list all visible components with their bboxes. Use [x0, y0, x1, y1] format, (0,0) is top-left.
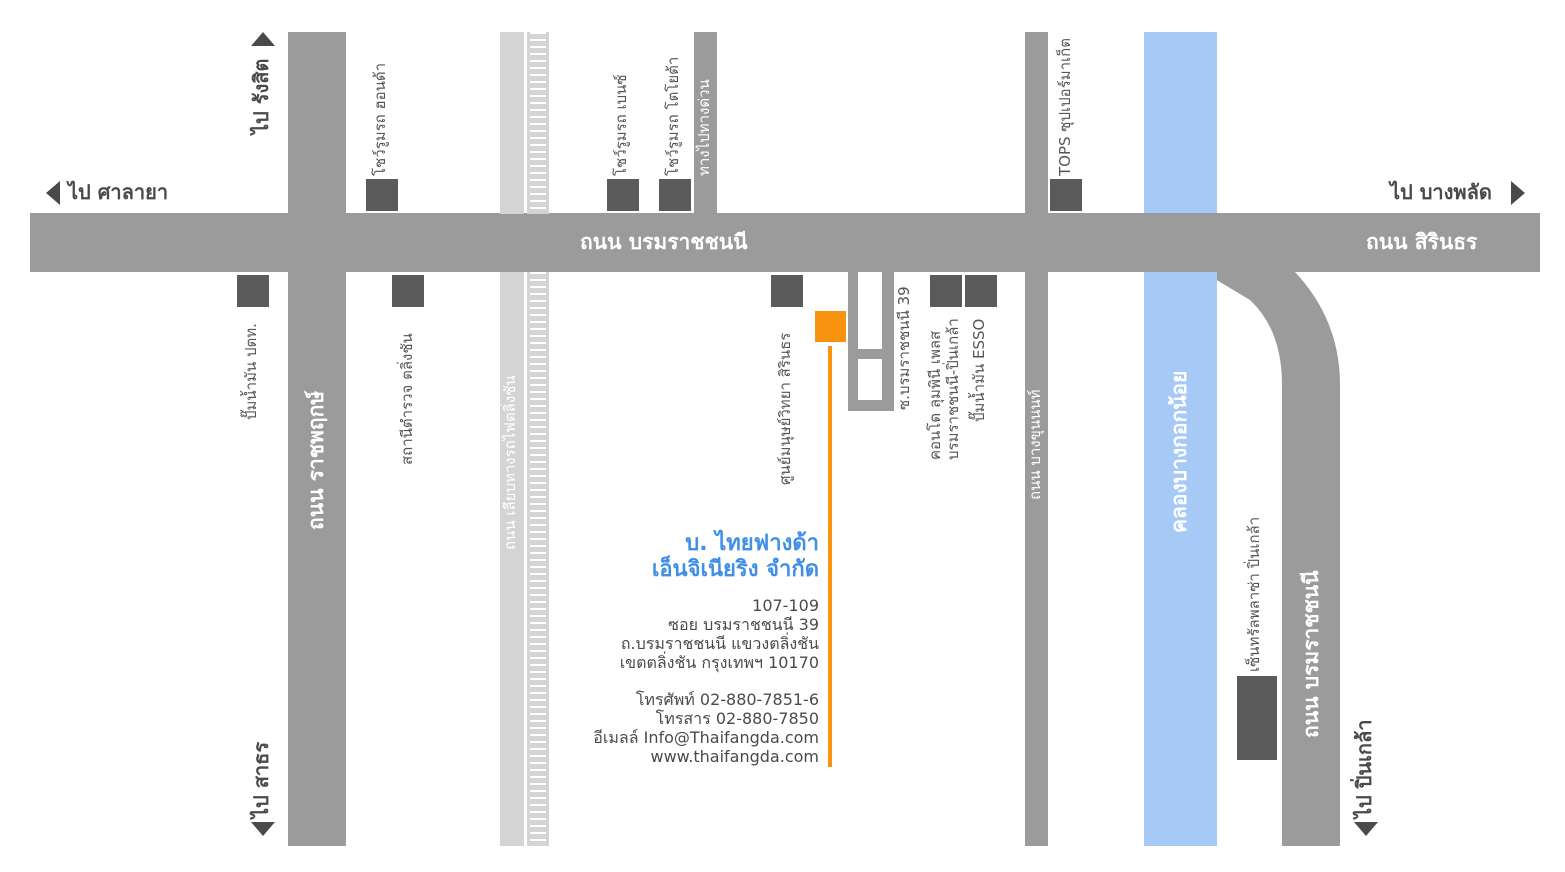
building-lumpini: [930, 275, 962, 307]
soi-39-block-lower: [858, 359, 882, 400]
landmark-benz: โชว์รูมรถ เบนซ์: [612, 74, 630, 176]
company-marker[interactable]: [815, 311, 846, 342]
road-label-soi-39: ซ.บรมราชชนนี 39: [895, 286, 913, 410]
railway-track-upper: [527, 32, 549, 214]
company-phone: โทรศัพท์ 02-880-7851-6: [635, 690, 819, 709]
road-label-expressway: ทางไปทางด่วน: [695, 79, 713, 176]
railway-track-lower: [527, 272, 549, 846]
company-address-line2: ซอย บรมราชชนนี 39: [668, 615, 819, 634]
company-website[interactable]: www.thaifangda.com: [650, 747, 820, 766]
landmark-tops: TOPS ซุปเปอร์มาเก็ต: [1056, 38, 1074, 176]
railway-side-road-lower: [500, 272, 524, 846]
road-ratchaphruek: [288, 32, 346, 846]
road-label-borommaratchachonnani: ถนน บรมราชชนนี: [580, 230, 748, 254]
building-police: [392, 275, 424, 307]
road-borommaratchachonnani-curve: [1200, 260, 1340, 846]
building-central: [1237, 676, 1277, 760]
arrow-down-icon-pin-klao: [1354, 822, 1378, 836]
road-label-railway: ถนน เลียบทางรถไฟตลิ่งชัน: [501, 375, 519, 550]
direction-sathon: ไป สาธร: [249, 741, 273, 818]
road-label-bang-khun-non: ถนน บางขุนนนท์: [1026, 389, 1044, 500]
road-borommaratchachonnani-main: [30, 213, 1540, 272]
soi-39-block-upper: [858, 272, 882, 349]
company-address-line1: 107-109: [752, 596, 819, 615]
landmark-lumpini-line1: คอนโด ลุมพินี เพลส: [926, 330, 944, 460]
arrow-right-icon: [1511, 181, 1525, 205]
road-expressway-link: [694, 32, 717, 214]
company-name-line2: เอ็นจิเนียริง จำกัด: [651, 557, 819, 582]
road-bang-khun-non: [1025, 32, 1048, 846]
landmark-honda: โชว์รูมรถ ฮอนด้า: [371, 62, 389, 176]
railway-side-road: [500, 32, 524, 214]
company-marker-line: [828, 346, 832, 767]
direction-rangsit: ไป รังสิต: [249, 58, 273, 134]
building-honda: [366, 179, 398, 211]
landmark-toyota: โชว์รูมรถ โตโยต้า: [664, 56, 682, 176]
arrow-up-icon: [251, 32, 275, 46]
building-toyota: [659, 179, 691, 211]
direction-bang-phlat: ไป บางพลัด: [1390, 180, 1492, 204]
company-email[interactable]: อีเมลล์ Info@Thaifangda.com: [593, 728, 819, 747]
building-ptt: [237, 275, 269, 307]
canal-bangkok-noi-lower: [1144, 272, 1217, 846]
direction-salaya: ไป ศาลายา: [68, 180, 169, 204]
building-esso: [965, 275, 997, 307]
canal-bangkok-noi-upper: [1144, 32, 1217, 213]
landmark-police: สถานีตำรวจ ตลิ่งชัน: [398, 333, 416, 465]
arrow-down-icon: [251, 822, 275, 836]
landmark-lumpini-line2: บรมราชชนนี-ปิ่นเกล้า: [944, 318, 962, 460]
road-label-borommaratchachonnani-lower: ถนน บรมราชชนนี: [1299, 570, 1323, 738]
building-sirindhorn-center: [771, 275, 803, 307]
company-name-line1: บ. ไทยฟางด้า: [685, 531, 819, 556]
company-fax: โทรสาร 02-880-7850: [655, 709, 819, 728]
landmark-sirindhorn-center: ศูนย์มนุษย์วิทยา สิรินธร: [776, 332, 794, 485]
landmark-ptt: ปั๊มน้ำมัน ปตท.: [242, 323, 260, 420]
road-label-ratchaphruek: ถนน ราชพฤกษ์: [304, 390, 328, 530]
company-address-line3: ถ.บรมราชชนนี แขวงตลิ่งชัน: [620, 634, 819, 653]
road-label-canal: คลองบางกอกน้อย: [1167, 370, 1191, 533]
direction-pin-klao: ไป ปิ่นเกล้า: [1352, 719, 1376, 818]
landmark-central: เซ็นทรัลพลาซ่า ปิ่นเกล้า: [1245, 516, 1263, 672]
arrow-left-icon: [46, 181, 60, 205]
road-label-sirindhorn: ถนน สิรินธร: [1366, 230, 1478, 254]
landmark-esso: ปั๊มน้ำมัน ESSO: [970, 318, 988, 422]
building-benz: [607, 179, 639, 211]
company-address-line4: เขตตลิ่งชัน กรุงเทพฯ 10170: [619, 653, 819, 672]
building-tops: [1050, 179, 1082, 211]
